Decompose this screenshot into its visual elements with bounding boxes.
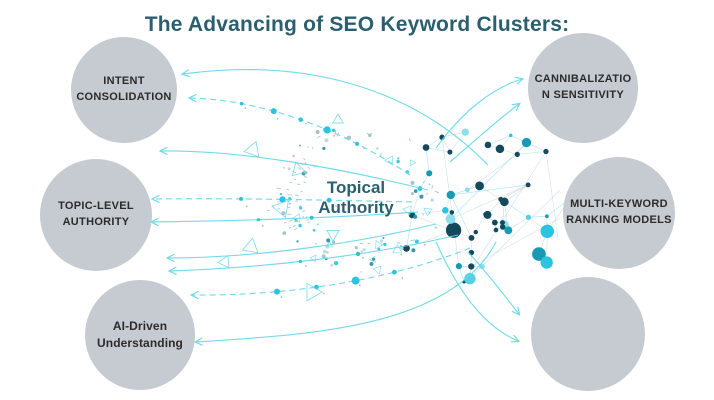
bubble-label: MULTI-KEYWORD RANKING MODELS — [566, 198, 672, 226]
bubble-label: AI-Driven Understanding — [97, 318, 183, 350]
bubble-intent-consolidation: INTENT CONSOLIDATION — [71, 37, 177, 143]
bubble-topic-level-authority: TOPIC-LEVEL AUTHORITY — [40, 159, 152, 271]
bubble-multi-keyword-ranking-models: MULTI-KEYWORD RANKING MODELS — [563, 157, 675, 269]
bubble-ai-driven-understanding: AI-Driven Understanding — [85, 280, 195, 390]
bubble-label: INTENT CONSOLIDATION — [76, 75, 172, 103]
bubble-label: TOPIC-LEVEL AUTHORITY — [58, 200, 134, 228]
bubble-cannibalization-sensitivity: CANNIBALIZATIO N SENSITIVITY — [528, 33, 638, 143]
center-topical-authority-label: Topical Authority — [318, 178, 394, 218]
bubble-empty-future-cluster — [531, 277, 645, 391]
bubble-label: CANNIBALIZATIO N SENSITIVITY — [534, 73, 632, 101]
page-title: The Advancing of SEO Keyword Clusters: — [144, 13, 570, 36]
